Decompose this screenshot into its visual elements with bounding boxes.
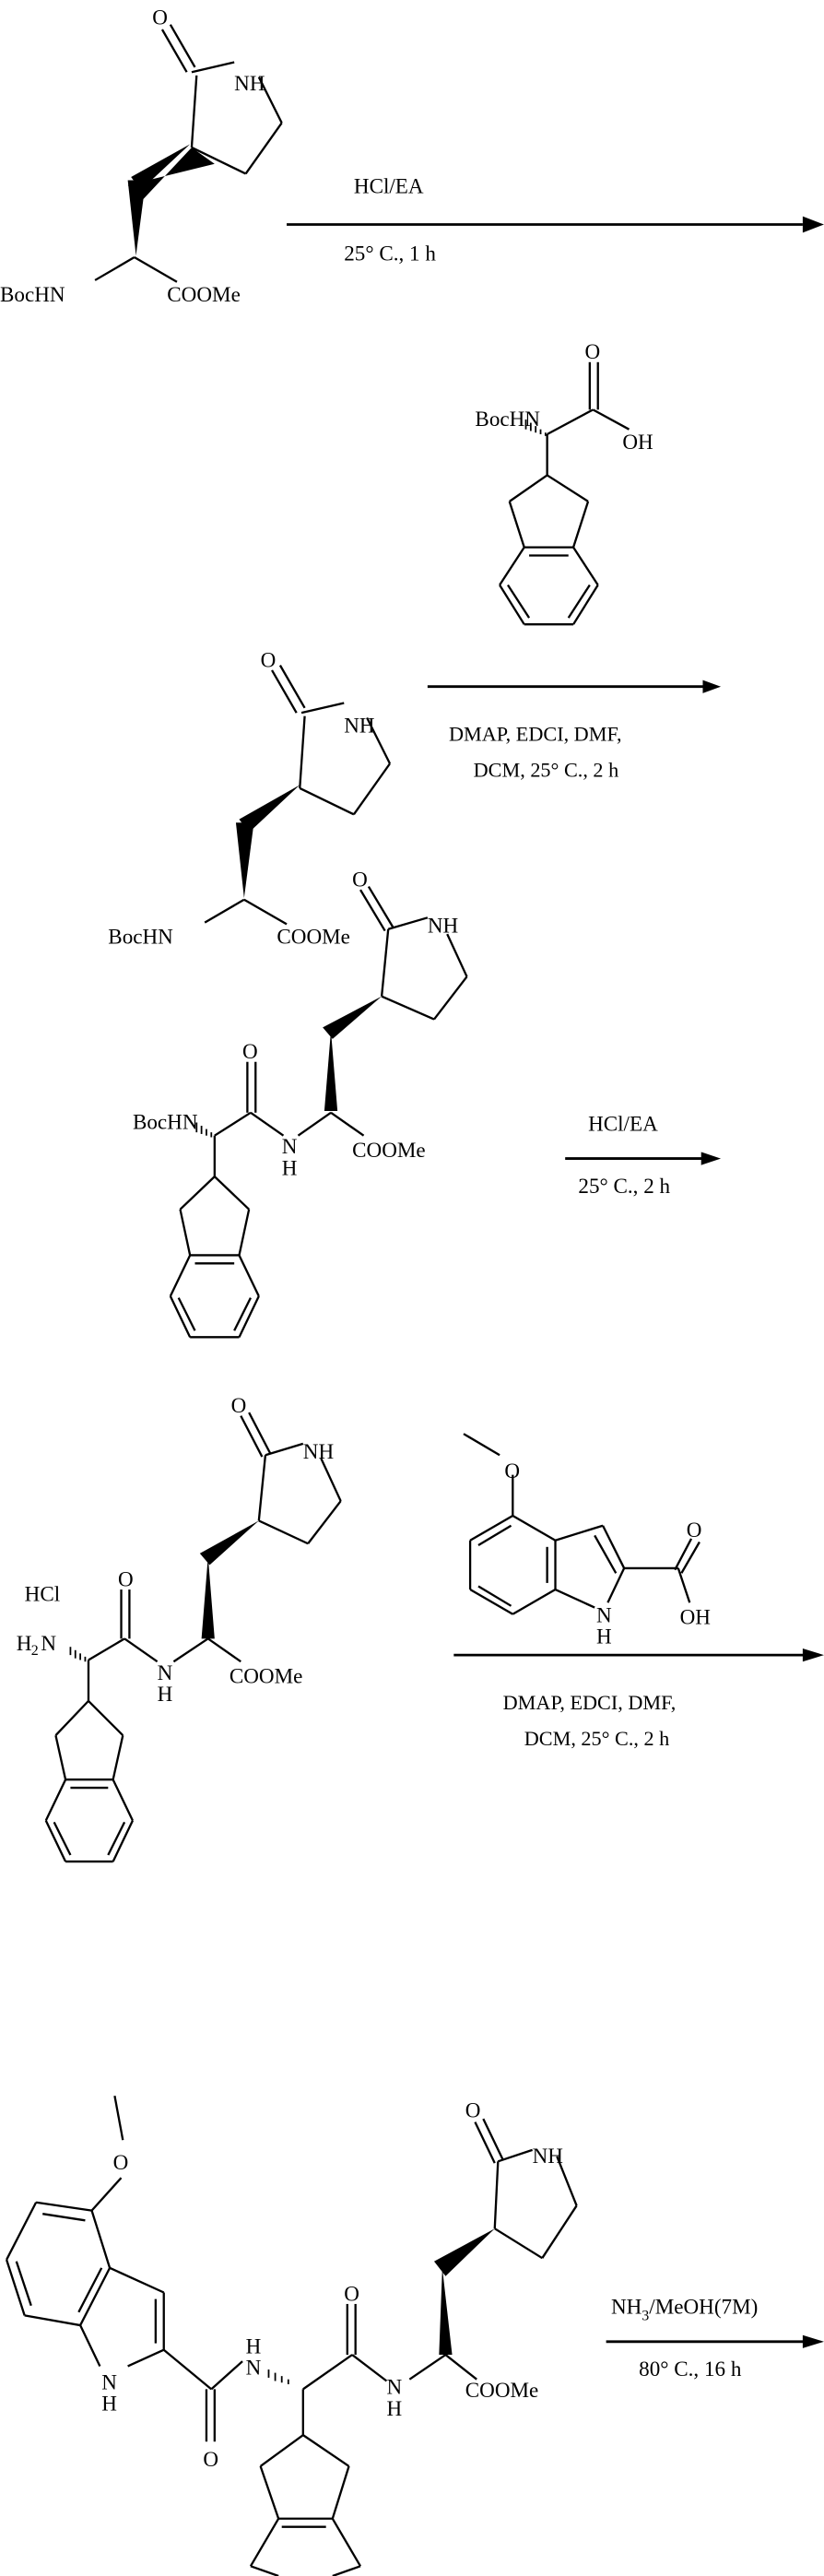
label-hcl: HCl [25, 1581, 61, 1605]
label-indole-h: H [596, 1625, 612, 1648]
label-amide-h: H [158, 1682, 173, 1706]
label-lactam-o: O [231, 1393, 247, 1417]
label-amine-sub: 2 [31, 1643, 39, 1659]
label-amine-n: N [41, 1631, 56, 1655]
label-bochn: BocHN [0, 282, 65, 306]
step2-conditions-line1: DMAP, EDCI, DMF, [449, 722, 622, 745]
label-amide-h: H [282, 1155, 298, 1179]
step1-starting-material: O NH BocHN COOMe [0, 6, 283, 306]
label-nh: NH [234, 71, 265, 95]
label-amide-n: N [282, 1134, 298, 1158]
label-nh: NH [428, 913, 458, 937]
label-bochn: BocHN [475, 407, 540, 431]
label-bochn: BocHN [133, 1110, 198, 1134]
step2-acid-reagent: BocHN O OH [475, 339, 653, 626]
label-amine-h: H [17, 1631, 32, 1655]
step5-arrow: NH3/MeOH(7M) 80° C., 16 h [606, 2295, 824, 2381]
step3-conditions: 25° C., 2 h [578, 1174, 670, 1198]
step-5: O N H O H N O N H O NH COOMe NH3/MeOH(7M… [6, 2096, 824, 2576]
label-acid-o: O [687, 1518, 702, 1542]
label-lactam-o: O [352, 868, 368, 892]
label-indole-n: N [596, 1603, 612, 1627]
step-1: O NH BocHN COOMe HCl/EA 25° C., 1 h [0, 6, 824, 306]
label-amide2-h: H [386, 2396, 402, 2420]
step3-reagent: HCl/EA [588, 1111, 658, 1135]
step-3: BocHN O N H O NH COOMe HCl/EA 25° C., 2 … [133, 868, 722, 1339]
step4-indole-acid-reagent: O O OH N H [463, 1433, 711, 1648]
step4-conditions-line1: DMAP, EDCI, DMF, [503, 1691, 677, 1714]
step1-reagent: HCl/EA [354, 174, 424, 198]
label-amide2-o: O [344, 2281, 359, 2305]
label-oh: OH [680, 1604, 711, 1628]
label-amide1-n: N [246, 2355, 262, 2379]
label-methoxy-o: O [504, 1459, 520, 1483]
label-oh: OH [622, 430, 653, 454]
step2-amine-partner: O NH BocHN COOMe [108, 647, 392, 949]
step4-arrow: DMAP, EDCI, DMF, DCM, 25° C., 2 h [453, 1648, 824, 1750]
step4-conditions-line2: DCM, 25° C., 2 h [524, 1727, 670, 1750]
step2-arrow: DMAP, EDCI, DMF, DCM, 25° C., 2 h [427, 679, 722, 781]
step-2: O NH BocHN COOMe [108, 339, 722, 949]
label-o: O [152, 6, 168, 30]
label-coome: COOMe [465, 2378, 539, 2402]
label-nh: NH [344, 713, 374, 737]
label-amide2-n: N [386, 2375, 402, 2399]
step1-arrow: HCl/EA 25° C., 1 h [287, 174, 824, 266]
label-indole-h: H [101, 2391, 117, 2415]
label-amide-o: O [118, 1566, 134, 1590]
label-amide-o: O [242, 1039, 258, 1063]
step1-conditions: 25° C., 1 h [344, 242, 436, 266]
step5-conditions: 80° C., 16 h [639, 2357, 742, 2381]
label-bochn: BocHN [108, 925, 173, 949]
label-nh: NH [303, 1439, 334, 1463]
step5-substrate: O N H O H N O N H O NH COOMe [6, 2096, 578, 2576]
label-indole-amide-o: O [203, 2447, 218, 2471]
label-nh: NH [533, 2144, 563, 2168]
step3-substrate: BocHN O N H O NH COOMe [133, 868, 468, 1339]
step-4: HCl H 2 N O N H O NH COOMe [17, 1393, 824, 1863]
label-indole-n: N [101, 2369, 117, 2393]
label-amide-n: N [158, 1660, 173, 1684]
label-methoxy-o: O [113, 2150, 129, 2174]
label-o: O [261, 647, 277, 671]
step3-arrow: HCl/EA 25° C., 2 h [565, 1111, 722, 1198]
label-coome: COOMe [352, 1138, 426, 1162]
label-o: O [585, 339, 601, 363]
step5-reagent: NH3/MeOH(7M) [611, 2295, 758, 2324]
label-coome: COOMe [277, 925, 350, 949]
label-lactam-o: O [465, 2097, 481, 2121]
label-coome: COOMe [230, 1663, 303, 1687]
label-amide1-h: H [246, 2334, 262, 2357]
label-coome: COOMe [167, 282, 241, 306]
step4-substrate: HCl H 2 N O N H O NH COOMe [17, 1393, 342, 1863]
step2-conditions-line2: DCM, 25° C., 2 h [474, 758, 619, 781]
